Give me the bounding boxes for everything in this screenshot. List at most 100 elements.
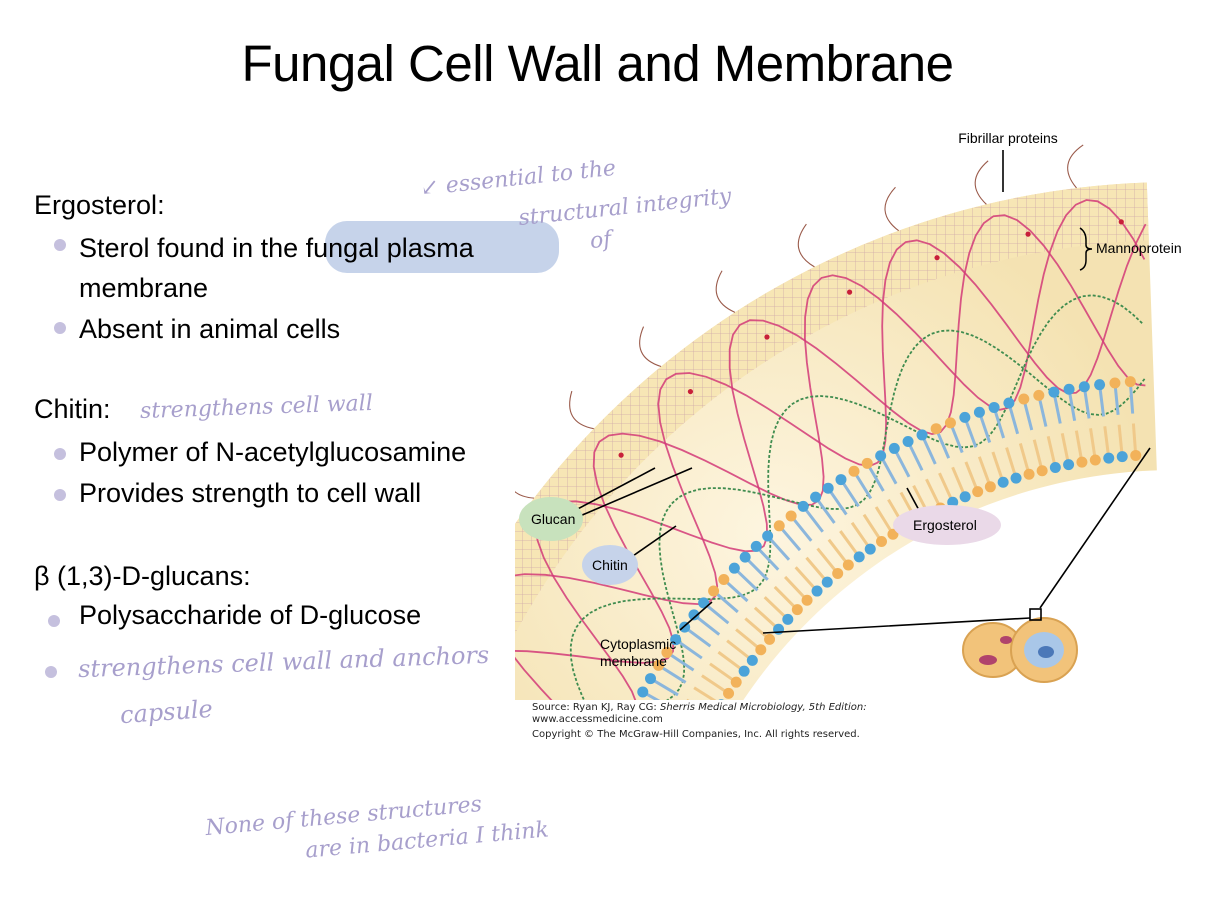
- protein-dot: [687, 388, 694, 395]
- handwritten-bullet-dot: [45, 666, 57, 678]
- lipid-head: [1094, 379, 1106, 391]
- lipid-head: [801, 594, 813, 606]
- handwritten-note: strengthens cell wall and anchors: [77, 640, 490, 684]
- fibrillar-strand: [974, 160, 989, 205]
- lipid-head: [723, 687, 735, 699]
- lipid-head: [853, 551, 865, 563]
- copyright-notice: Copyright © The McGraw-Hill Companies, I…: [532, 729, 860, 740]
- lipid-head: [916, 429, 928, 441]
- lipid-head: [1010, 472, 1022, 484]
- fibrillar-protein-strands: [515, 144, 1084, 499]
- lipid-head: [1063, 383, 1075, 395]
- fibrillar-proteins-label: Fibrillar proteins: [958, 130, 1058, 146]
- lipid-head: [718, 573, 730, 585]
- lipid-head: [637, 686, 649, 698]
- lipid-head: [997, 476, 1009, 488]
- lipid-head: [653, 659, 665, 671]
- lipid-head: [738, 665, 750, 677]
- lipid-head: [1048, 386, 1060, 398]
- lipid-head: [728, 562, 740, 574]
- source-credit-prefix: Source: Ryan KJ, Ray CG:: [532, 702, 660, 713]
- fibrillar-strand: [715, 270, 736, 313]
- lipid-head: [821, 576, 833, 588]
- lipid-head: [1003, 397, 1015, 409]
- lipid-head: [644, 673, 656, 685]
- bullet-text: Polymer of N-acetylglucosamine: [79, 437, 467, 467]
- lipid-head: [832, 567, 844, 579]
- lipid-head: [811, 585, 823, 597]
- ergosterol-leader-line: [906, 487, 921, 513]
- chitin-leader-line: [629, 525, 677, 559]
- lipid-head: [947, 496, 959, 508]
- lipid-head: [876, 535, 888, 547]
- bullet-dot: [54, 448, 66, 460]
- lipid-head: [810, 491, 822, 503]
- fibrillar-strand: [884, 186, 899, 232]
- protein-dot: [764, 334, 770, 340]
- lipid-head: [887, 528, 899, 540]
- cytoplasmic-membrane-label-line2: membrane: [600, 653, 667, 669]
- lipid-head: [730, 676, 742, 688]
- lipid-head: [988, 401, 1000, 413]
- lipid-head: [764, 633, 776, 645]
- lipid-head: [785, 510, 797, 522]
- lipid-head: [902, 436, 914, 448]
- cytoplasmic-membrane-label: Cytoplasmic: [600, 636, 676, 652]
- glucan-label-bg: [519, 497, 583, 541]
- lipid-head: [842, 559, 854, 571]
- lipid-head: [1109, 377, 1121, 389]
- bullet-dot: [54, 239, 66, 251]
- chitin-label-bg: [582, 545, 638, 585]
- handwritten-note: capsule: [119, 694, 214, 730]
- lipid-head: [822, 482, 834, 494]
- lipid-head: [1130, 449, 1142, 461]
- lipid-head: [1124, 376, 1136, 388]
- lipid-head: [791, 604, 803, 616]
- lipid-head: [930, 423, 942, 435]
- zoom-lines: [762, 447, 1151, 634]
- ergosterol-heading: Ergosterol:: [34, 190, 165, 221]
- lipid-head: [797, 500, 809, 512]
- protein-dot: [1118, 219, 1124, 225]
- source-url: www.accessmedicine.com: [532, 714, 663, 725]
- lipid-head: [959, 491, 971, 503]
- lipid-head: [984, 481, 996, 493]
- ergosterol-label-bg: [893, 505, 1001, 545]
- lipid-head: [1078, 381, 1090, 393]
- protein-dot: [618, 452, 624, 458]
- protein-dot: [846, 289, 853, 295]
- lipid-head: [1049, 462, 1061, 474]
- glucan-fiber: [515, 223, 1147, 700]
- lipid-head: [959, 411, 971, 423]
- lipid-head: [708, 585, 720, 597]
- lipid-head: [762, 530, 774, 542]
- bullet-dot: [54, 489, 66, 501]
- lipid-head: [973, 406, 985, 418]
- lipid-head: [782, 613, 794, 625]
- chitin-heading: Chitin:: [34, 394, 111, 424]
- lipid-head: [746, 654, 758, 666]
- lipid-head: [861, 457, 873, 469]
- lipid-head: [739, 551, 751, 563]
- lipid-head: [670, 634, 682, 646]
- mannoprotein-label: Mannoprotein: [1096, 240, 1182, 256]
- lipid-head: [835, 474, 847, 486]
- fibrillar-strand: [797, 223, 815, 268]
- protein-dot: [934, 255, 940, 261]
- lipid-head: [773, 520, 785, 532]
- lipid-head: [944, 417, 956, 429]
- bullet-text-continuation: membrane: [79, 273, 209, 303]
- bullet-text: Absent in animal cells: [79, 314, 341, 344]
- lipid-head: [1063, 459, 1075, 471]
- lipid-head: [1036, 465, 1048, 477]
- lipid-head: [1033, 389, 1045, 401]
- lipid-head: [661, 646, 673, 658]
- lipid-head: [848, 465, 860, 477]
- cell-wall-diagram: Fibrillar proteins Mannoprotein Glucan C…: [515, 130, 1182, 700]
- highlight-mark: [325, 221, 559, 273]
- lipid-head: [888, 442, 900, 454]
- lipid-head: [864, 543, 876, 555]
- fibrillar-strand: [1067, 144, 1084, 189]
- fibrillar-strand: [639, 326, 662, 368]
- lipid-head: [1018, 393, 1030, 405]
